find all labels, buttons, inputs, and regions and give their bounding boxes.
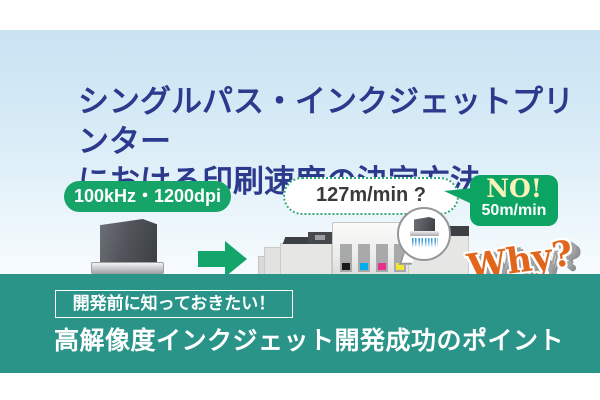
printhead-base — [91, 262, 164, 274]
ink-cartridge-magenta — [376, 244, 388, 272]
actual-speed-label: 50m/min — [481, 202, 547, 219]
footer-band: 開発前に知っておきたい！ 高解像度インクジェット開発成功のポイント — [0, 274, 600, 373]
hero-panel: シングルパス・インクジェットプリンター における印刷速度の決定方法 100kHz… — [0, 30, 600, 297]
printer-left-unit — [280, 243, 332, 279]
arrow-right-head — [225, 241, 247, 277]
printer-screen — [315, 235, 325, 240]
arrow-right-icon — [198, 251, 225, 267]
printer-illustration — [258, 220, 470, 286]
printer-right-top-bar — [434, 226, 469, 236]
title-line-1: シングルパス・インクジェットプリンター — [78, 84, 574, 159]
no-speech-bubble: NO! 50m/min — [470, 175, 558, 226]
ink-chip-magenta — [378, 263, 386, 270]
no-bubble-tail — [444, 188, 472, 204]
no-label: NO! — [486, 174, 542, 203]
footer-heading: 高解像度インクジェット開発成功のポイント — [54, 326, 565, 355]
ink-chip-yellow — [396, 263, 404, 270]
printhead-callout — [397, 207, 451, 261]
ink-chip-black — [342, 263, 350, 270]
mini-printhead-icon — [414, 217, 435, 231]
ink-cartridge-black — [340, 244, 352, 272]
footer-kicker-box: 開発前に知っておきたい！ — [55, 290, 293, 318]
ink-cartridge-cyan — [358, 244, 370, 272]
mini-printhead-base — [410, 231, 439, 236]
ink-chip-cyan — [360, 263, 368, 270]
printer-control-panel — [308, 232, 332, 244]
mini-ink-spray — [412, 238, 438, 247]
printhead-icon — [100, 219, 157, 263]
spec-badge: 100kHz・1200dpi — [64, 181, 231, 212]
